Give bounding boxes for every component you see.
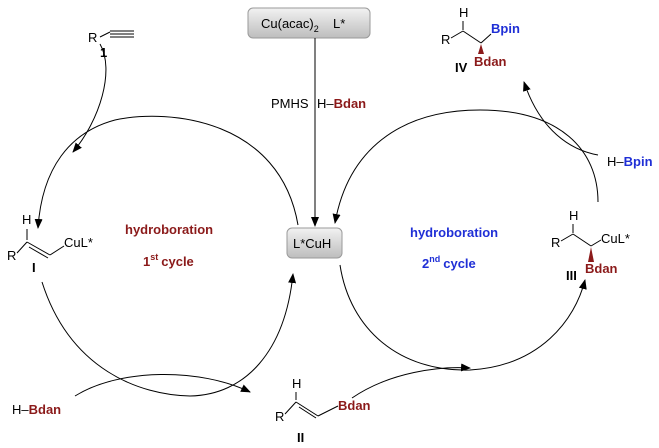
copper-hydride-label: L*CuH bbox=[293, 236, 331, 251]
alkenyl-boronate-arrow bbox=[351, 363, 471, 399]
prod-IV-bpin: Bpin bbox=[491, 21, 520, 36]
pmhs-label: PMHS bbox=[271, 96, 309, 111]
cycle2-upper-arc bbox=[332, 109, 599, 224]
int-II-boron: Bdan bbox=[338, 398, 371, 413]
hbpin-h: H– bbox=[607, 154, 624, 169]
prod-IV-label: IV bbox=[455, 60, 468, 75]
int-I-metal: CuL* bbox=[64, 235, 93, 250]
hbdan-bdan: Bdan bbox=[29, 402, 62, 417]
cycle1-word: cycle bbox=[161, 254, 194, 269]
reductant-h: H– bbox=[317, 96, 334, 111]
int-III-wedge-bond bbox=[588, 247, 594, 262]
hbpin-reagent: H–Bpin bbox=[607, 154, 653, 169]
alkyne-bond bbox=[99, 31, 111, 38]
prod-IV-wedge-bond bbox=[478, 44, 484, 54]
int-III-metal: CuL* bbox=[601, 231, 630, 246]
hbpin-bpin: Bpin bbox=[624, 154, 653, 169]
alkyne-entry-arrow-curve bbox=[72, 43, 107, 153]
ligand-label: L* bbox=[333, 16, 345, 31]
int-II-h: H bbox=[292, 376, 301, 391]
cycle1-superscript: st bbox=[150, 252, 158, 262]
cycle1-number: 1 bbox=[143, 254, 150, 269]
cycle2-title: hydroboration bbox=[410, 225, 498, 240]
cycle2-word: cycle bbox=[443, 256, 476, 271]
prod-IV-r: R bbox=[441, 32, 450, 47]
prod-IV-bdan: Bdan bbox=[474, 54, 507, 69]
intermediate-II: H R Bdan II bbox=[275, 376, 371, 445]
hbdan-h: H– bbox=[12, 402, 29, 417]
reductant-bdan: Bdan bbox=[334, 96, 367, 111]
copper-hydride-box: L*CuH bbox=[286, 227, 343, 259]
svg-text:Cu(acac)2: Cu(acac)2 bbox=[261, 16, 319, 34]
cycle1-upper-arc bbox=[34, 115, 299, 229]
intermediate-I: H R CuL* I bbox=[7, 212, 93, 275]
alkyne-compound-number: 1 bbox=[100, 45, 107, 60]
int-III-boron: Bdan bbox=[585, 261, 618, 276]
hbdan-entry-arrow bbox=[74, 374, 251, 397]
int-II-r: R bbox=[275, 409, 284, 424]
int-I-h: H bbox=[22, 212, 31, 227]
product-IV: H R Bpin Bdan IV bbox=[441, 5, 520, 75]
cycle2-superscript: nd bbox=[429, 254, 440, 264]
int-III-h: H bbox=[569, 208, 578, 223]
precursor-label: Cu(acac) bbox=[261, 16, 314, 31]
alkyne-structure: R 1 bbox=[88, 30, 134, 60]
precursor-subscript: 2 bbox=[314, 24, 319, 34]
intermediate-III: H R CuL* Bdan III bbox=[551, 208, 630, 283]
int-I-r: R bbox=[7, 248, 16, 263]
cycle1-title: hydroboration bbox=[125, 222, 213, 237]
cycle2-lower-arc bbox=[339, 264, 587, 371]
svg-text:H–Bdan: H–Bdan bbox=[317, 96, 366, 111]
catalyst-precursor-box: Cu(acac)2 L* bbox=[247, 7, 371, 39]
cycle1-lower-arc bbox=[41, 273, 297, 397]
prod-IV-h: H bbox=[459, 5, 468, 20]
int-III-label: III bbox=[566, 268, 577, 283]
hbdan-reagent: H–Bdan bbox=[12, 402, 61, 417]
alkyne-r: R bbox=[88, 30, 97, 45]
int-III-r: R bbox=[551, 235, 560, 250]
hbpin-product-arrow bbox=[523, 81, 599, 156]
int-II-label: II bbox=[297, 430, 304, 445]
cycle2-number: 2 bbox=[422, 256, 429, 271]
int-I-label: I bbox=[32, 260, 36, 275]
